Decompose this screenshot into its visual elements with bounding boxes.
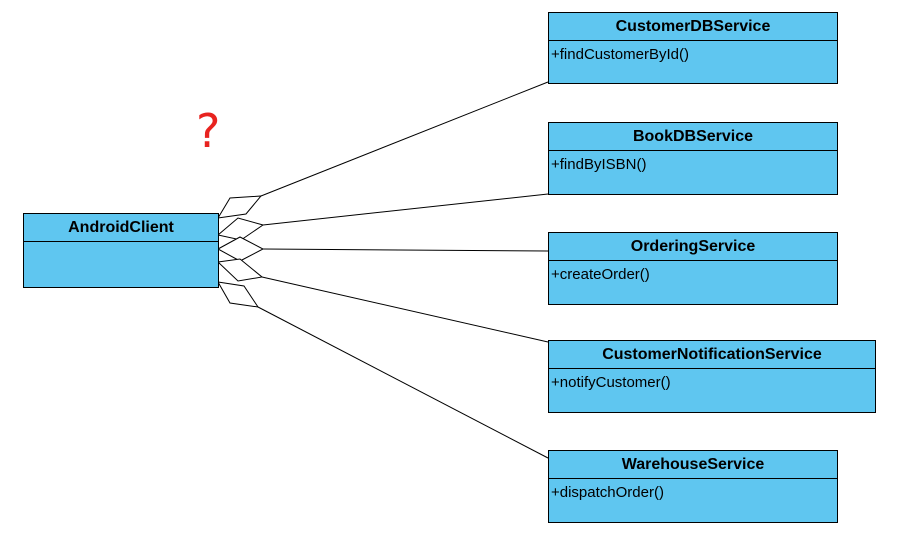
class-name: BookDBService	[549, 123, 837, 151]
class-operation: +notifyCustomer()	[551, 374, 671, 391]
class-ordering-service[interactable]: OrderingService +createOrder()	[548, 232, 838, 305]
class-name: OrderingService	[549, 233, 837, 261]
class-operation: +dispatchOrder()	[551, 484, 664, 501]
class-name: AndroidClient	[24, 214, 218, 242]
question-mark-annotation: ?	[196, 104, 221, 158]
class-customer-db-service[interactable]: CustomerDBService +findCustomerById()	[548, 12, 838, 84]
class-operation: +findByISBN()	[551, 156, 647, 173]
class-name: WarehouseService	[549, 451, 837, 479]
class-name: CustomerDBService	[549, 13, 837, 41]
class-android-client[interactable]: AndroidClient	[23, 213, 219, 288]
aggregation-diamond-icon	[217, 281, 260, 308]
class-name: CustomerNotificationService	[549, 341, 875, 369]
class-book-db-service[interactable]: BookDBService +findByISBN()	[548, 122, 838, 195]
class-operations	[24, 242, 218, 247]
aggregation-diamond-icon	[216, 217, 265, 241]
connector-book-db	[262, 193, 549, 226]
connector-customer-notification	[261, 276, 549, 343]
class-operation: +createOrder()	[551, 266, 650, 283]
class-warehouse-service[interactable]: WarehouseService +dispatchOrder()	[548, 450, 838, 523]
aggregation-diamond-icon	[216, 236, 265, 262]
class-customer-notification-service[interactable]: CustomerNotificationService +notifyCusto…	[548, 340, 876, 413]
aggregation-diamond-icon	[216, 258, 264, 282]
connector-warehouse	[257, 306, 549, 459]
connector-ordering	[262, 248, 549, 252]
aggregation-diamond-icon	[217, 195, 263, 219]
class-operation: +findCustomerById()	[551, 46, 689, 63]
connector-customer-db	[260, 81, 549, 197]
